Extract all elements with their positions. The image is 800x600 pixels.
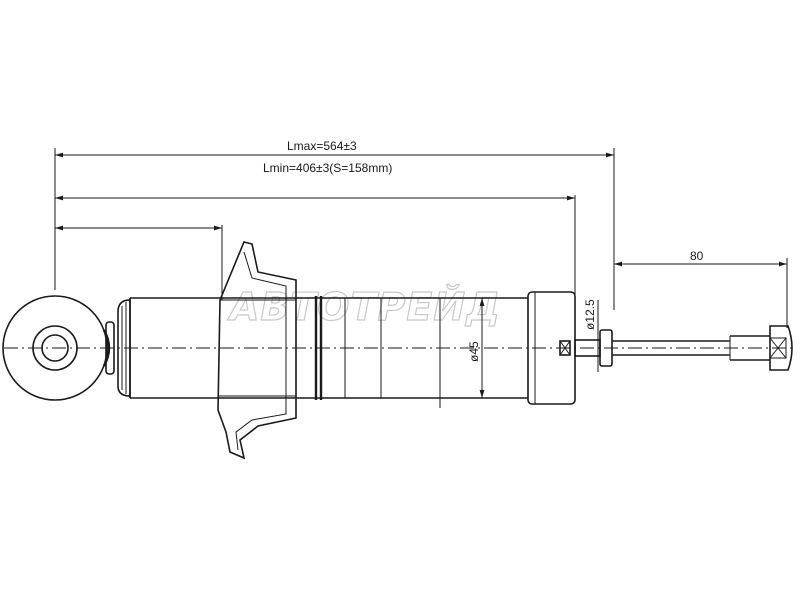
- rod-diameter-label: ø12.5: [583, 299, 597, 330]
- body-diameter-dimension: ø45: [467, 298, 485, 398]
- body-diameter-label: ø45: [467, 341, 481, 362]
- lmin-dimension: Lmin=406±3(S=158mm): [55, 161, 575, 201]
- lmax-dimension: Lmax=564±3: [55, 139, 614, 158]
- rod-length-dimension: 80: [614, 249, 787, 267]
- mounting-bracket: [217, 241, 297, 460]
- eye-mount: [2, 295, 115, 401]
- rod-diameter-dimension: ø12.5: [583, 299, 599, 372]
- lmax-label: Lmax=564±3: [287, 139, 357, 153]
- body-tube: [129, 296, 528, 408]
- piston-rod: [559, 325, 793, 371]
- lmin-label: Lmin=406±3(S=158mm): [263, 161, 392, 175]
- watermark: АВТОТРЕЙД: [227, 285, 501, 329]
- rod-length-label: 80: [690, 249, 704, 263]
- extension-lines: [54, 148, 788, 328]
